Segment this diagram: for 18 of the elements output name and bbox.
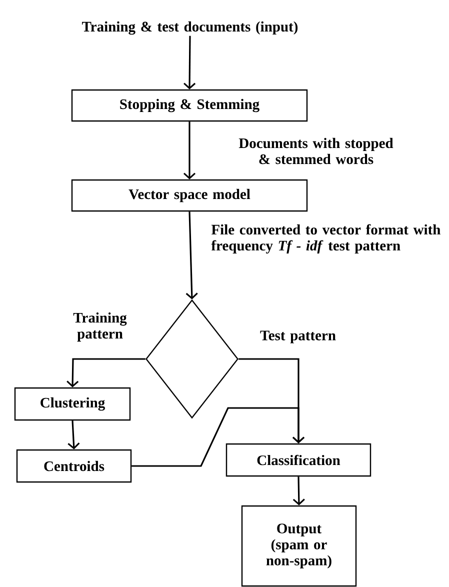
process-box: Stopping & Stemming — [71, 89, 308, 122]
edge-label: Documents with stopped & stemmed words — [238, 138, 394, 164]
process-box: Vector space model — [71, 179, 308, 212]
arrow — [292, 476, 305, 506]
edge-label: Test pattern — [260, 330, 336, 344]
process-box: Clustering — [14, 387, 131, 421]
arrow — [132, 407, 305, 467]
arrow — [68, 420, 80, 450]
process-box: Classification — [226, 443, 372, 477]
arrow — [184, 36, 196, 90]
process-box: Output (spam or non-spam) — [241, 505, 357, 587]
arrow — [183, 122, 196, 180]
arrow — [66, 358, 146, 388]
arrow — [186, 212, 198, 300]
input-label: Training & test documents (input) — [82, 21, 298, 35]
edge-label: File converted to vector format with frequency Tf - idf test pattern — [211, 224, 440, 254]
process-box: Centroids — [16, 449, 132, 483]
edge-label: Training pattern — [73, 312, 127, 342]
